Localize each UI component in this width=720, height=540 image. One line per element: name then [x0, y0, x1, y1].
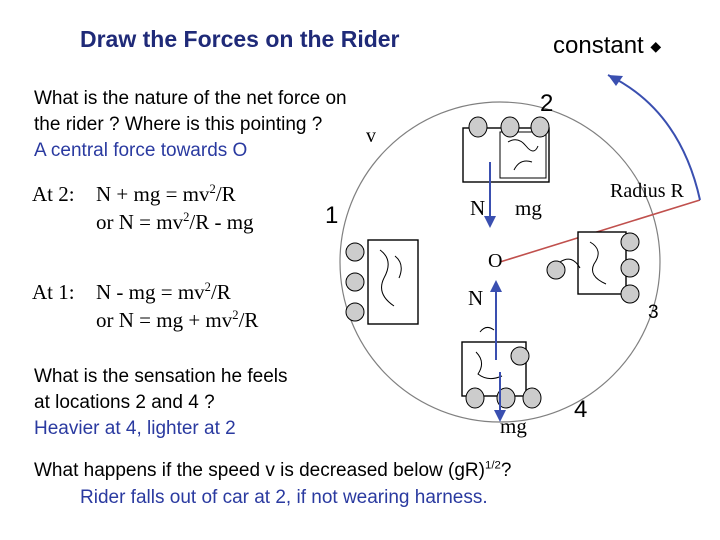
center-label: O [488, 250, 503, 272]
weight-label-bottom: mg [500, 414, 527, 438]
constant-text: constant [553, 32, 644, 59]
weight-arrowhead-bottom [494, 410, 506, 422]
constant-label: constant ◆ [553, 32, 661, 60]
car-position-4 [461, 326, 542, 409]
normal-force-arrowhead-top [484, 216, 496, 228]
at1-equation1: N - mg = mv2/R [96, 280, 231, 304]
weight-label-top: mg [515, 196, 542, 220]
position-2-label: 2 [540, 90, 554, 117]
normal-force-label-top: N [470, 196, 486, 220]
normal-force-arrowhead-bottom [490, 280, 502, 292]
at2-equation2: or N = mv2/R - mg [96, 210, 254, 234]
question1-line1: What is the nature of the net force on [34, 88, 347, 109]
radius-line [499, 199, 701, 263]
question1-answer: A central force towards O [34, 140, 248, 161]
car-position-3 [546, 231, 640, 304]
position-4-label: 4 [574, 396, 588, 423]
question2-line2: at locations 2 and 4 ? [34, 392, 215, 413]
question2-answer: Heavier at 4, lighter at 2 [34, 418, 236, 439]
normal-force-label-bottom: N [468, 286, 484, 310]
question3-text: What happens if the speed v is decreased… [34, 459, 512, 481]
velocity-label: v [366, 125, 376, 147]
question3-answer: Rider falls out of car at 2, if not wear… [80, 487, 488, 508]
at1-label: At 1: [32, 280, 75, 304]
question1-line2: the rider ? Where is this pointing ? [34, 114, 323, 135]
at2-label: At 2: [32, 182, 75, 206]
position-3-label: 3 [648, 302, 659, 323]
car-position-1 [345, 239, 419, 325]
at2-equation1: N + mg = mv2/R [96, 182, 236, 206]
diamond-icon: ◆ [650, 38, 662, 55]
page-title: Draw the Forces on the Rider [80, 26, 400, 52]
position-1-label: 1 [325, 202, 339, 229]
car-position-2 [462, 116, 550, 183]
at1-equation2: or N = mg + mv2/R [96, 308, 259, 332]
radius-label: Radius R [610, 180, 684, 202]
motion-direction-arrowhead [608, 75, 623, 86]
question2-line1: What is the sensation he feels [34, 366, 288, 387]
motion-direction-curve [607, 74, 701, 201]
